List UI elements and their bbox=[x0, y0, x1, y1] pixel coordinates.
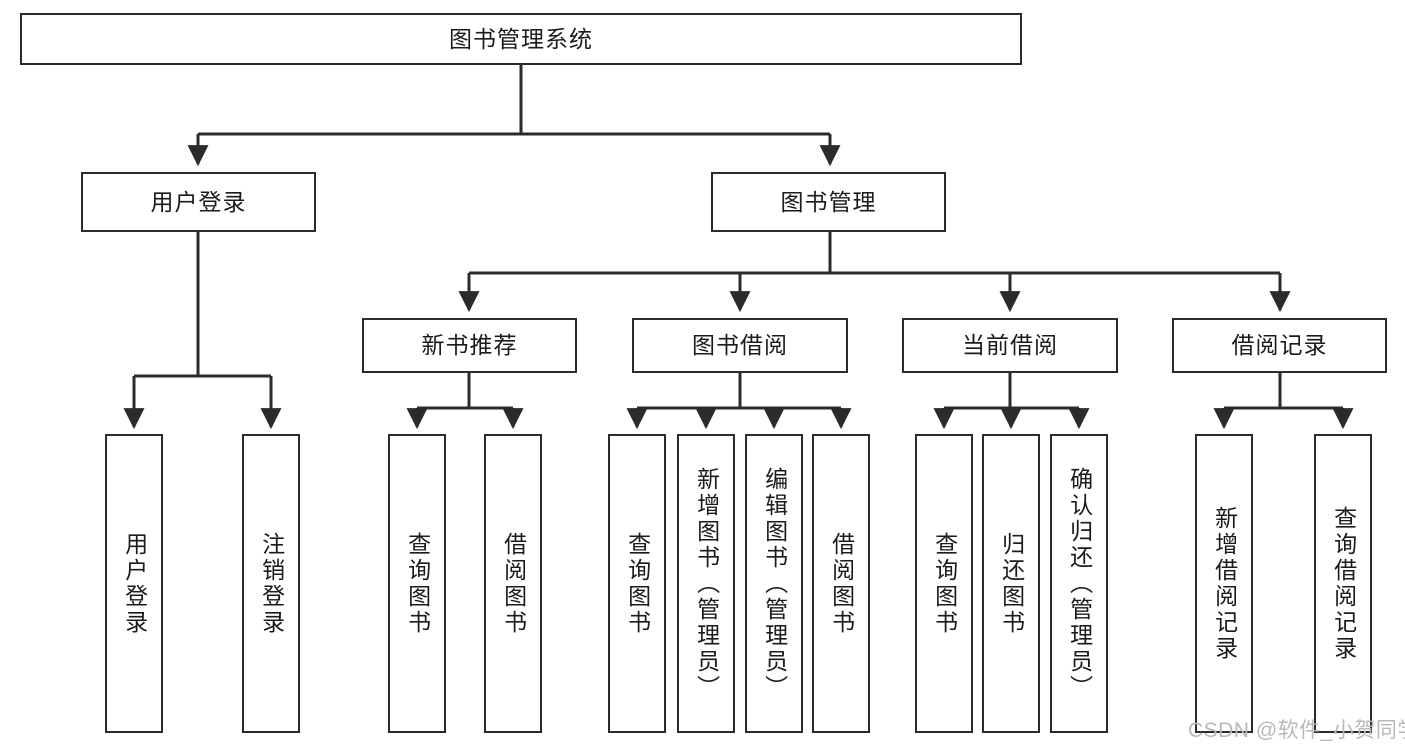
node-label: 图书管理 bbox=[780, 188, 877, 215]
leaf-current-return-book[interactable]: 归还图书 bbox=[982, 434, 1040, 733]
node-label: 查询借阅记录 bbox=[1330, 505, 1357, 662]
leaf-user-login-signin[interactable]: 用户登录 bbox=[105, 434, 163, 733]
node-label: 借阅图书 bbox=[500, 531, 527, 636]
leaf-recommend-query-book[interactable]: 查询图书 bbox=[388, 434, 446, 733]
node-label: 用户登录 bbox=[121, 531, 148, 636]
node-user-login[interactable]: 用户登录 bbox=[81, 172, 316, 232]
leaf-current-confirm-return-admin[interactable]: 确认归还（管理员） bbox=[1050, 434, 1108, 733]
node-label: 查询图书 bbox=[624, 531, 651, 636]
node-label: 借阅记录 bbox=[1231, 332, 1328, 359]
node-label: 图书管理系统 bbox=[449, 25, 593, 52]
leaf-record-add-borrow-record[interactable]: 新增借阅记录 bbox=[1195, 434, 1253, 733]
node-book-borrow[interactable]: 图书借阅 bbox=[632, 318, 848, 373]
node-label: 确认归还（管理员） bbox=[1066, 466, 1093, 701]
watermark-text: CSDN @软件_小贺同学 bbox=[1188, 719, 1405, 742]
node-label: 编辑图书（管理员） bbox=[761, 466, 788, 701]
node-label: 查询图书 bbox=[404, 531, 431, 636]
leaf-current-query-book[interactable]: 查询图书 bbox=[915, 434, 973, 733]
node-label: 用户登录 bbox=[150, 188, 247, 215]
node-label: 查询图书 bbox=[931, 531, 958, 636]
node-book-management[interactable]: 图书管理 bbox=[711, 172, 946, 232]
leaf-user-login-signout[interactable]: 注销登录 bbox=[242, 434, 300, 733]
node-label: 归还图书 bbox=[998, 531, 1025, 636]
leaf-borrow-edit-book-admin[interactable]: 编辑图书（管理员） bbox=[745, 434, 803, 733]
leaf-borrow-borrow-book[interactable]: 借阅图书 bbox=[812, 434, 870, 733]
leaf-borrow-query-book[interactable]: 查询图书 bbox=[608, 434, 666, 733]
leaf-borrow-add-book-admin[interactable]: 新增图书（管理员） bbox=[677, 434, 735, 733]
node-label: 借阅图书 bbox=[828, 531, 855, 636]
node-label: 注销登录 bbox=[258, 531, 285, 636]
node-new-book-recommend[interactable]: 新书推荐 bbox=[362, 318, 577, 373]
node-label: 图书借阅 bbox=[692, 332, 788, 359]
node-label: 新书推荐 bbox=[421, 332, 518, 359]
node-borrow-record[interactable]: 借阅记录 bbox=[1172, 318, 1387, 373]
leaf-recommend-borrow-book[interactable]: 借阅图书 bbox=[484, 434, 542, 733]
node-root-system[interactable]: 图书管理系统 bbox=[20, 13, 1022, 65]
leaf-record-query-borrow-record[interactable]: 查询借阅记录 bbox=[1314, 434, 1372, 733]
node-label: 新增借阅记录 bbox=[1211, 505, 1238, 662]
node-current-borrow[interactable]: 当前借阅 bbox=[902, 318, 1118, 373]
node-label: 当前借阅 bbox=[962, 332, 1058, 359]
node-label: 新增图书（管理员） bbox=[693, 466, 720, 701]
